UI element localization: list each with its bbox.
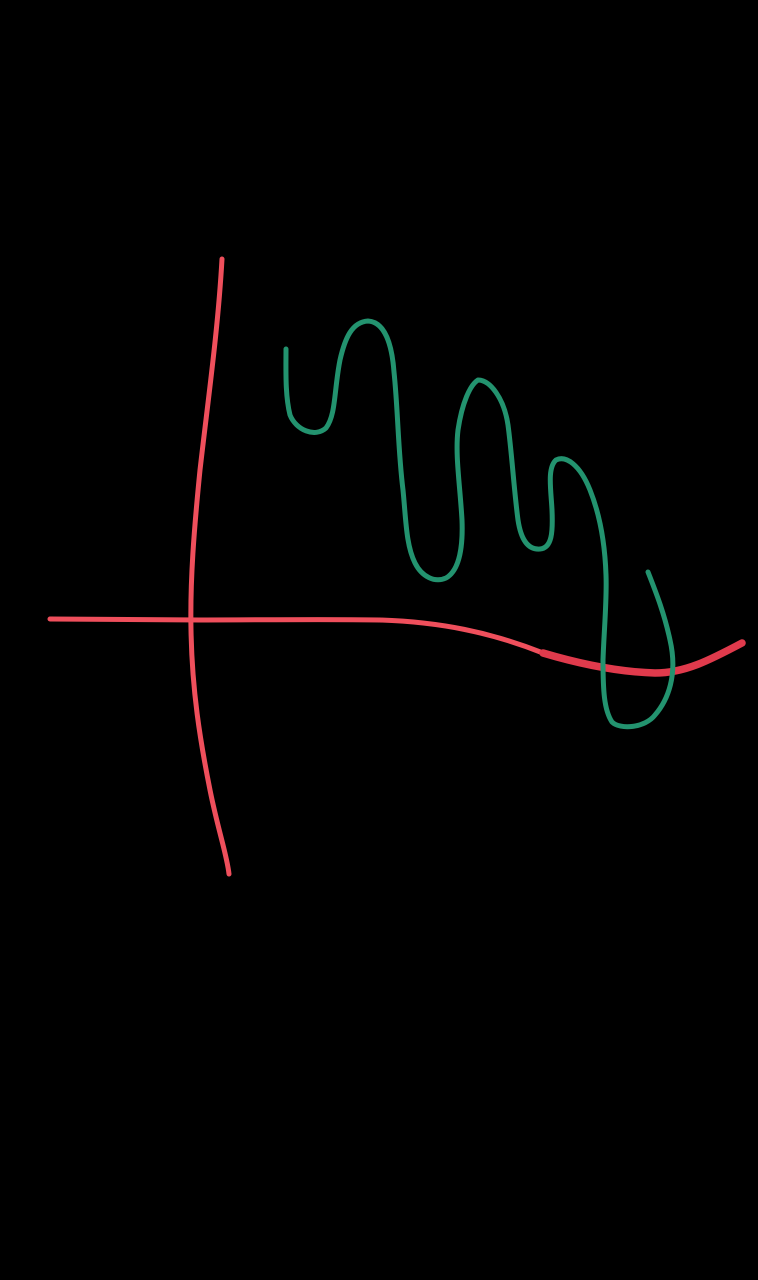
wavy-curve-stroke <box>283 318 676 730</box>
horizontal-axis-overlay-stroke <box>539 639 746 677</box>
vertical-axis-stroke <box>188 256 232 877</box>
